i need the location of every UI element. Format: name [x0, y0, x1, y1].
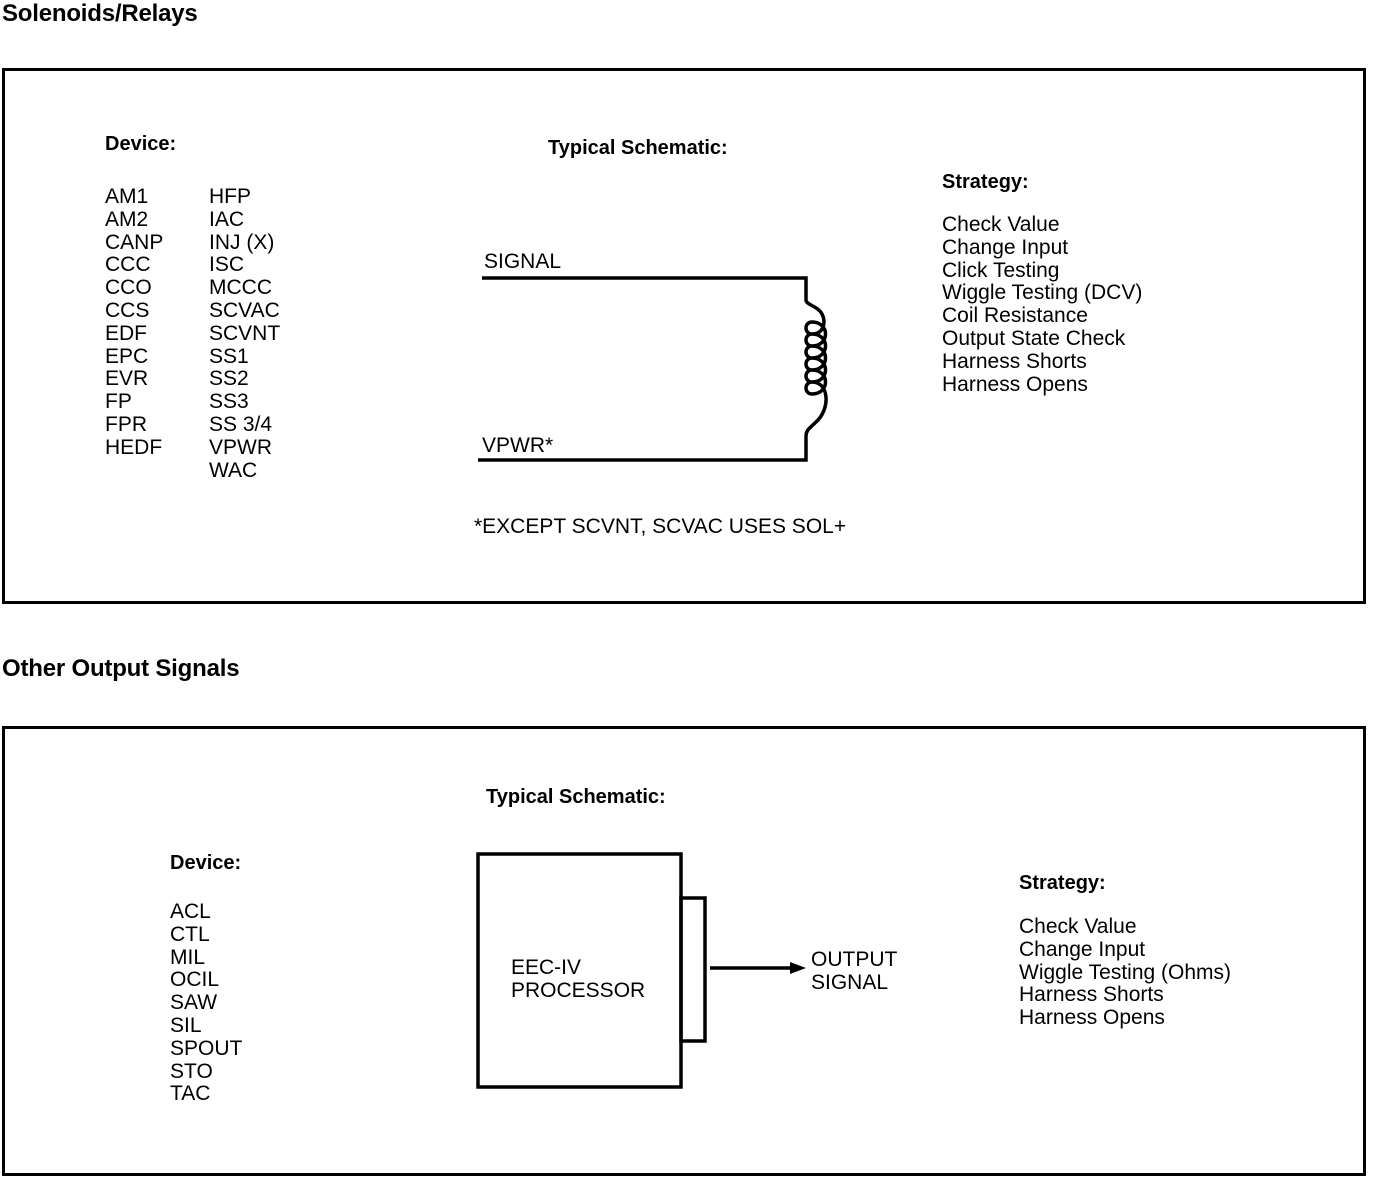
device-item: CCS — [105, 298, 150, 322]
schematic-label: Typical Schematic: — [548, 137, 728, 159]
output-label-line1: OUTPUT — [811, 948, 898, 971]
device-item: FP — [105, 390, 132, 414]
device-item: VPWR — [209, 435, 272, 459]
device-item: ACL — [170, 900, 211, 923]
footnote: *EXCEPT SCVNT, SCVAC USES SOL+ — [474, 515, 847, 538]
vpwr-label: VPWR* — [482, 434, 554, 457]
processor-box — [476, 852, 683, 1089]
strategy-item: Check Value — [942, 213, 1060, 236]
output-arrow-icon — [790, 962, 806, 974]
strategy-item: Wiggle Testing (Ohms) — [1019, 960, 1232, 984]
device-item: SIL — [170, 1013, 202, 1037]
processor-label-line2: PROCESSOR — [511, 979, 646, 1002]
device-item: SPOUT — [170, 1036, 243, 1060]
schematic-label: Typical Schematic: — [486, 786, 666, 808]
strategy-item: Coil Resistance — [942, 304, 1088, 328]
section-title-other-output: Other Output Signals — [2, 655, 240, 682]
device-item: ISC — [209, 253, 245, 277]
signal-label: SIGNAL — [484, 250, 562, 273]
device-item: STO — [170, 1059, 213, 1083]
device-item: SS3 — [209, 390, 249, 414]
strategy-item: Harness Opens — [942, 372, 1088, 396]
device-item: HEDF — [105, 435, 163, 459]
strategy-item: Harness Opens — [1019, 1006, 1165, 1030]
processor-connector — [679, 896, 707, 1043]
device-item: CANP — [105, 230, 164, 254]
device-item: MCCC — [209, 276, 272, 300]
vpwr-wire — [478, 436, 808, 462]
strategy-label: Strategy: — [1019, 872, 1106, 894]
strategy-item: Harness Shorts — [942, 349, 1087, 373]
device-item: SS 3/4 — [209, 412, 273, 436]
device-item: EDF — [105, 321, 147, 345]
output-label-line2: SIGNAL — [811, 971, 889, 994]
strategy-item: Click Testing — [942, 258, 1060, 282]
device-item: SCVNT — [209, 321, 281, 345]
strategy-item: Change Input — [942, 235, 1069, 259]
device-item: CCO — [105, 276, 152, 300]
solenoids-panel — [2, 68, 1366, 604]
strategy-item: Output State Check — [942, 326, 1126, 350]
other-output-panel — [2, 726, 1366, 1176]
solenoid-schematic — [478, 276, 828, 462]
signal-wire — [482, 276, 808, 300]
strategy-item: Harness Shorts — [1019, 983, 1164, 1007]
coil-icon — [804, 299, 828, 437]
device-item: CTL — [170, 922, 210, 946]
device-item: SS1 — [209, 344, 249, 368]
strategy-item: Check Value — [1019, 915, 1137, 938]
device-item: OCIL — [170, 968, 220, 992]
device-label: Device: — [105, 133, 177, 155]
strategy-label: Strategy: — [942, 171, 1029, 193]
device-label: Device: — [170, 852, 242, 874]
device-item: AM1 — [105, 185, 149, 208]
device-item: INJ (X) — [209, 230, 275, 254]
device-item: EVR — [105, 367, 149, 391]
processor-schematic — [476, 852, 792, 1089]
device-item: AM2 — [105, 207, 149, 231]
processor-label-line1: EEC-IV — [511, 956, 582, 979]
device-item: HFP — [209, 185, 251, 208]
device-item: TAC — [170, 1082, 211, 1106]
device-item: WAC — [209, 458, 258, 482]
strategy-item: Change Input — [1019, 937, 1146, 961]
strategy-item: Wiggle Testing (DCV) — [942, 281, 1143, 305]
device-item: MIL — [170, 945, 206, 969]
device-item: IAC — [209, 207, 245, 231]
device-item: FPR — [105, 412, 147, 436]
device-item: SS2 — [209, 367, 249, 391]
device-item: CCC — [105, 253, 151, 277]
device-item: SCVAC — [209, 298, 280, 322]
section-title-solenoids: Solenoids/Relays — [2, 0, 198, 27]
device-item: SAW — [170, 991, 218, 1015]
device-item: EPC — [105, 344, 149, 368]
